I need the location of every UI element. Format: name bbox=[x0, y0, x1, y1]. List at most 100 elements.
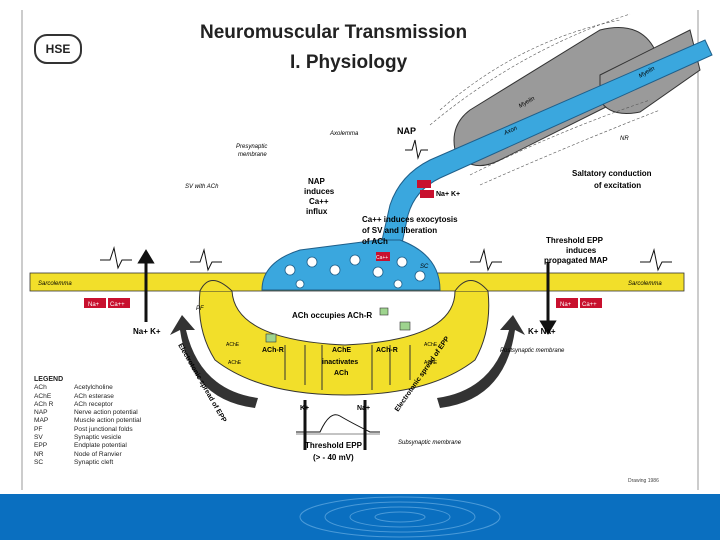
legend-desc: Synaptic cleft bbox=[74, 458, 114, 466]
label-ache-inact-3: ACh bbox=[334, 370, 348, 377]
electrotonic-arrow-left bbox=[170, 315, 258, 408]
label-postsynaptic: Postsynaptic membrane bbox=[500, 348, 565, 354]
legend-abbr: ACh bbox=[34, 384, 47, 392]
label-threshold-1: Threshold EPP bbox=[546, 236, 604, 245]
swirl-decoration bbox=[299, 496, 501, 538]
legend-abbr: EPP bbox=[34, 442, 48, 450]
electrotonic-arrow-right bbox=[437, 315, 525, 408]
legend-item: SC Synaptic cleft bbox=[34, 459, 141, 467]
vesicle bbox=[284, 264, 296, 276]
legend-desc: Synaptic vesicle bbox=[74, 434, 122, 442]
myelin-field-lines bbox=[429, 13, 661, 186]
postjunctional-folds bbox=[284, 345, 411, 390]
label-nap-induces-4: influx bbox=[306, 207, 328, 216]
label-k-na-right: K+ Na+ bbox=[528, 327, 556, 336]
label-saltatory-2: of excitation bbox=[594, 181, 641, 190]
label-threshold-2: induces bbox=[566, 246, 597, 255]
nerve-terminal bbox=[261, 239, 441, 291]
label-ca-box: Ca++ bbox=[376, 255, 388, 261]
legend-item: NAP Nerve action potential bbox=[34, 409, 141, 417]
legend-item: NR Node of Ranvier bbox=[34, 451, 141, 459]
label-saltatory-1: Saltatory conduction bbox=[572, 169, 652, 178]
label-nap-induces-1: NAP bbox=[308, 177, 326, 186]
legend-abbr: NAP bbox=[34, 409, 48, 417]
legend-abbr: SC bbox=[34, 458, 44, 466]
vesicle bbox=[372, 266, 384, 278]
legend-item: ACh Acetylcholine bbox=[34, 384, 141, 392]
diagram-title: Neuromuscular Transmission bbox=[200, 22, 468, 43]
label-ach-r-left: ACh-R bbox=[262, 347, 284, 354]
label-threshold-epp-1: Threshold EPP bbox=[305, 441, 363, 450]
credit: Drawing 1986 bbox=[628, 478, 659, 484]
ion-box-ca-right bbox=[580, 298, 602, 308]
label-ca-box-right: Ca++ bbox=[582, 302, 597, 308]
legend-item: EPP Endplate potential bbox=[34, 442, 141, 450]
legend-abbr: NR bbox=[34, 450, 44, 458]
label-ache-left: AChE bbox=[226, 342, 240, 348]
label-na-box-right: Na+ bbox=[560, 302, 572, 308]
axon bbox=[377, 39, 713, 263]
vesicle bbox=[329, 264, 341, 276]
footer-bar bbox=[0, 494, 720, 540]
threshold-epp-curve bbox=[296, 414, 380, 433]
legend-abbr: ACh R bbox=[34, 400, 54, 408]
legend-heading: LEGEND bbox=[34, 376, 64, 383]
legend-abbr: AChE bbox=[34, 392, 52, 400]
ach-receptor bbox=[265, 333, 277, 343]
legend-desc: Node of Ranvier bbox=[74, 450, 122, 458]
legend-desc: Acetylcholine bbox=[74, 384, 113, 392]
ion-box-na-right bbox=[556, 298, 578, 308]
label-threshold-epp-2: (> - 40 mV) bbox=[313, 453, 354, 462]
legend-desc: Endplate potential bbox=[74, 442, 127, 450]
diagram-subtitle: I. Physiology bbox=[290, 52, 408, 73]
ion-box-axon-1 bbox=[417, 180, 431, 188]
legend-abbr: PF bbox=[34, 425, 43, 433]
label-na-k-axon: Na+ K+ bbox=[436, 191, 460, 198]
legend-item: ACh R ACh receptor bbox=[34, 401, 141, 409]
label-axolemma: Axolemma bbox=[329, 131, 359, 137]
vesicle bbox=[306, 256, 318, 268]
label-ca-box-left: Ca++ bbox=[110, 302, 125, 308]
label-ach-occupies: ACh occupies ACh-R bbox=[292, 311, 372, 320]
label-na-bottom: Na+ bbox=[357, 405, 370, 412]
legend-item: AChE ACh esterase bbox=[34, 393, 141, 401]
label-axon: Axon bbox=[502, 125, 518, 137]
label-na-box-left: Na+ bbox=[88, 302, 100, 308]
label-ca-induces-3: of ACh bbox=[362, 237, 388, 246]
legend-desc: Nerve action potential bbox=[74, 409, 138, 417]
label-threshold-3: propagated MAP bbox=[544, 256, 608, 265]
label-subsynaptic: Subsynaptic membrane bbox=[398, 440, 462, 446]
ion-box-ca-terminal bbox=[376, 252, 390, 261]
ion-box-ca-left bbox=[108, 298, 130, 308]
legend-abbr: MAP bbox=[34, 417, 49, 425]
label-ache-small-l: AChE bbox=[228, 360, 242, 366]
label-nap: NAP bbox=[397, 126, 416, 136]
endplate-rim-left bbox=[199, 280, 233, 292]
endplate-muscle bbox=[198, 290, 490, 396]
legend-desc: ACh receptor bbox=[74, 400, 113, 408]
label-presynaptic-2: membrane bbox=[238, 152, 267, 158]
ach-receptors bbox=[265, 307, 411, 343]
legend-abbr: SV bbox=[34, 434, 43, 442]
endplate-rim-right bbox=[454, 280, 489, 292]
ach-receptor bbox=[399, 321, 411, 331]
ach-receptor bbox=[379, 307, 389, 316]
hse-logo: HSE bbox=[34, 34, 82, 64]
neuromuscular-diagram: NAP Axolemma Presynaptic membrane SV wit… bbox=[21, 10, 713, 490]
vesicle bbox=[393, 279, 403, 289]
label-ach-r-right: ACh-R bbox=[376, 347, 398, 354]
ion-box-na-left bbox=[84, 298, 106, 308]
legend-desc: Muscle action potential bbox=[74, 417, 142, 425]
ion-arrows bbox=[137, 249, 557, 450]
label-sc: SC bbox=[420, 264, 429, 270]
label-k-bottom: K+ bbox=[300, 405, 309, 412]
label-ca-induces-1: Ca++ induces exocytosis bbox=[362, 215, 458, 224]
label-pf: PF bbox=[196, 306, 204, 312]
label-nap-induces-2: induces bbox=[304, 187, 335, 196]
legend-item: SV Synaptic vesicle bbox=[34, 434, 141, 442]
legend-desc: Post junctional folds bbox=[74, 425, 133, 433]
legend-desc: ACh esterase bbox=[74, 392, 114, 400]
